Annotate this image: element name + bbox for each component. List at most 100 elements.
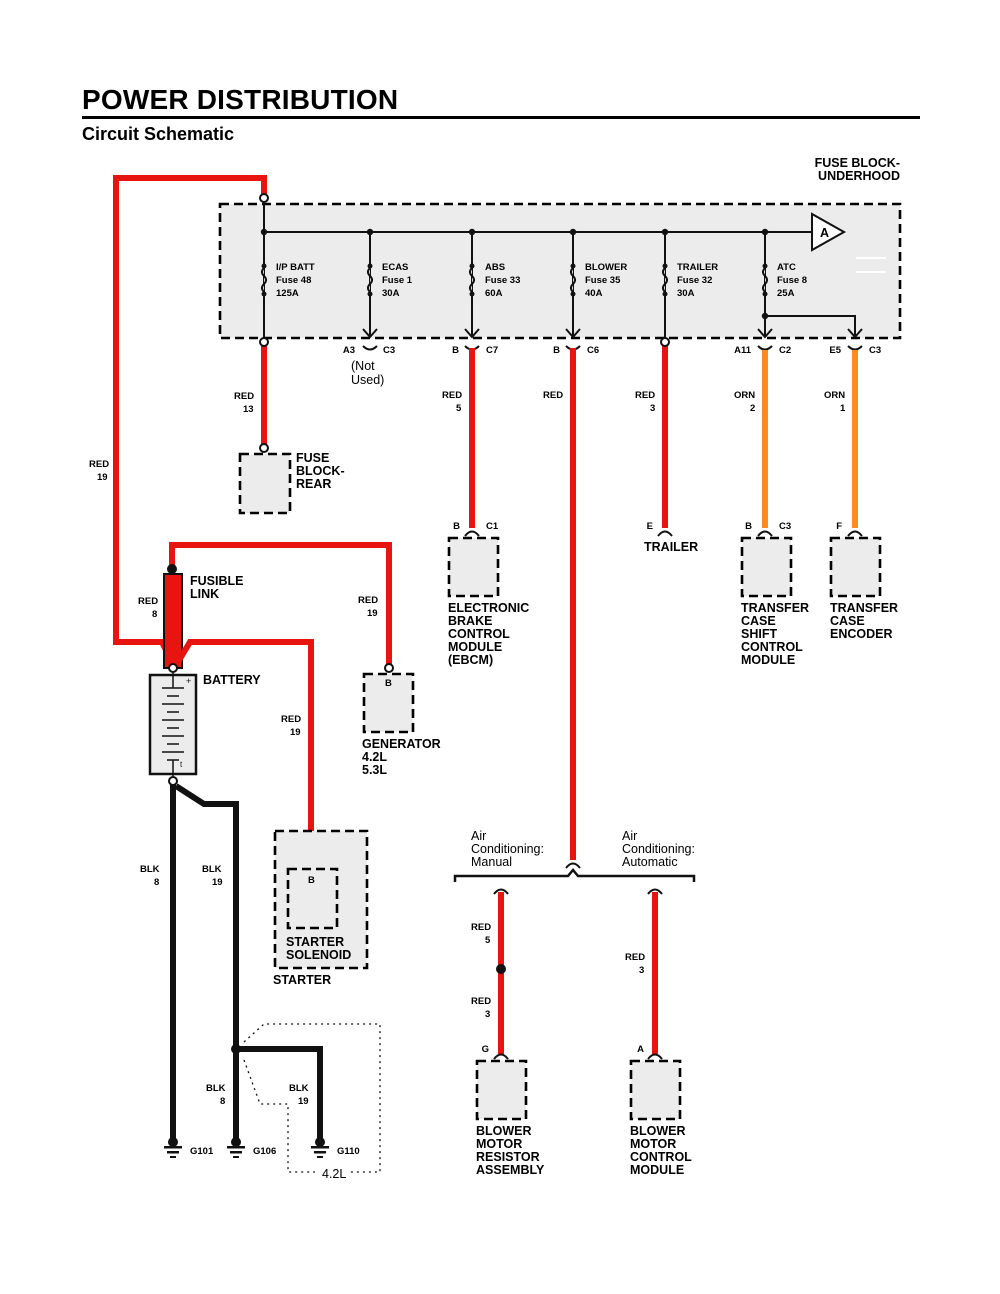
wire-red19-gen-circuit: 19 — [367, 608, 378, 619]
wire-red8-color: RED — [138, 596, 158, 607]
fuse-abs-number: Fuse 33 — [485, 275, 520, 286]
tcscm-line1: TRANSFER — [741, 601, 809, 615]
bmcm-connector-cup — [647, 1053, 663, 1060]
fuse-blower-amps: 40A — [585, 288, 603, 299]
ac-manual-line1: Air — [471, 829, 486, 843]
ground-g110: G110 — [337, 1146, 360, 1157]
ac-option-bracket — [453, 868, 696, 882]
pin-b-c7: B — [452, 345, 459, 356]
tcscm-line3: SHIFT — [741, 627, 777, 641]
wire-red5-manual-circuit: 5 — [485, 935, 491, 946]
battery: + t — [148, 663, 198, 778]
fuse-block-name-line2: UNDERHOOD — [818, 169, 900, 183]
ebcm-conn: C1 — [486, 521, 499, 532]
ground-g101: G101 — [190, 1146, 214, 1157]
fuse-abs-amps: 60A — [485, 288, 503, 299]
bmcm-pin: A — [637, 1044, 644, 1055]
battery-label: BATTERY — [203, 673, 261, 687]
connector-a-label: A — [820, 226, 829, 240]
auto-cup-top — [647, 888, 663, 895]
splice-top — [259, 193, 269, 203]
wire-red3-color: RED — [635, 390, 655, 401]
ebcm-connector-cup — [464, 530, 480, 537]
generator-box — [362, 672, 415, 734]
wire-red19-color: RED — [89, 459, 109, 470]
fusible-link-line1: FUSIBLE — [190, 574, 243, 588]
wire-red3-manual-color: RED — [471, 996, 491, 1007]
pin-a3: A3 — [343, 345, 355, 356]
tcscm-conn: C3 — [779, 521, 791, 532]
fuse-trailer-name: TRAILER — [677, 262, 718, 273]
connector-a-triangle — [811, 212, 847, 252]
trailer-pin: E — [647, 521, 653, 532]
wire-red3-manual-circuit: 3 — [485, 1009, 490, 1020]
option-42l-outline-2 — [243, 1059, 315, 1173]
ebcm-line2: BRAKE — [448, 614, 492, 628]
fuse-atc-name: ATC — [777, 262, 796, 273]
bmcm-box — [629, 1059, 682, 1121]
generator-line3: 5.3L — [362, 763, 387, 777]
fuse-blower-name: BLOWER — [585, 262, 627, 273]
fuse-block-rear-line1: FUSE — [296, 451, 329, 465]
ac-auto-line2: Conditioning: — [622, 842, 695, 856]
wire-blk19-circuit: 19 — [212, 877, 223, 888]
generator-pin-circle — [384, 663, 394, 673]
tce-line2: CASE — [830, 614, 865, 628]
bmra-line3: RESISTOR — [476, 1150, 540, 1164]
page-title: POWER DISTRIBUTION — [82, 84, 399, 115]
bmcm-line1: BLOWER — [630, 1124, 686, 1138]
wire-blk-19 — [174, 783, 239, 1142]
tce-line1: TRANSFER — [830, 601, 898, 615]
battery-neg-terminal — [168, 776, 178, 786]
wire-red13-color: RED — [234, 391, 254, 402]
wire-blk-19-g110 — [236, 1046, 323, 1142]
conn-c6: C6 — [587, 345, 599, 356]
fuse-block-rear-line3: REAR — [296, 477, 331, 491]
wire-red5-color: RED — [442, 390, 462, 401]
ebcm-line3: CONTROL — [448, 627, 510, 641]
pin-e5: E5 — [829, 345, 841, 356]
fuse-ip-batt-amps: 125A — [276, 288, 299, 299]
page-subtitle: Circuit Schematic — [82, 124, 235, 144]
ebcm-line5: (EBCM) — [448, 653, 493, 667]
fuse-ip-batt-number: Fuse 48 — [276, 275, 311, 286]
ac-manual-line3: Manual — [471, 855, 512, 869]
bmcm-line2: MOTOR — [630, 1137, 676, 1151]
starter-outer-label: STARTER — [273, 973, 331, 987]
wire-blk8b-circuit: 8 — [220, 1096, 225, 1107]
bmra-box — [475, 1059, 528, 1121]
conn-c2: C2 — [779, 345, 791, 356]
fuse-trailer: TRAILER Fuse 32 30A — [661, 228, 718, 340]
wire-orn2-circuit: 2 — [750, 403, 755, 414]
wire-red3-circuit: 3 — [650, 403, 655, 414]
fusible-link — [163, 573, 183, 669]
wire-red19-starter-circuit: 19 — [290, 727, 301, 738]
wire-red-19-generator — [169, 542, 392, 666]
tcscm-line2: CASE — [741, 614, 776, 628]
fuse-ecas-amps: 30A — [382, 288, 400, 299]
fuse-block-name-line1: FUSE BLOCK- — [815, 156, 900, 170]
bmra-line4: ASSEMBLY — [476, 1163, 545, 1177]
fuse-block-underhood — [218, 202, 902, 340]
option-42l-label: 4.2L — [322, 1167, 346, 1181]
conn-c3-atc: C3 — [869, 345, 881, 356]
generator-line1: GENERATOR — [362, 737, 441, 751]
fuse-atc: ATC Fuse 8 25A — [757, 228, 863, 339]
tcscm-box — [740, 536, 793, 598]
fuse-blower-number: Fuse 35 — [585, 275, 621, 286]
tcscm-pin: B — [745, 521, 752, 532]
ebcm-box — [447, 536, 500, 598]
wire-red8-circuit: 8 — [152, 609, 157, 620]
wire-red3-auto-circuit: 3 — [639, 965, 644, 976]
wire-red5-manual-color: RED — [471, 922, 491, 933]
conn-c3-ecas: C3 — [383, 345, 395, 356]
generator-line2: 4.2L — [362, 750, 387, 764]
wire-orn1-circuit: 1 — [840, 403, 846, 414]
fuse-abs-name: ABS — [485, 262, 505, 273]
trailer-connector-cup — [657, 530, 673, 537]
ground-splice — [231, 1044, 241, 1054]
not-used-line1: (Not — [351, 359, 375, 373]
pin-circle-trailer — [660, 337, 670, 347]
option-42l-outline — [243, 1023, 381, 1173]
fuse-ecas: ECAS Fuse 1 30A — [362, 228, 413, 339]
